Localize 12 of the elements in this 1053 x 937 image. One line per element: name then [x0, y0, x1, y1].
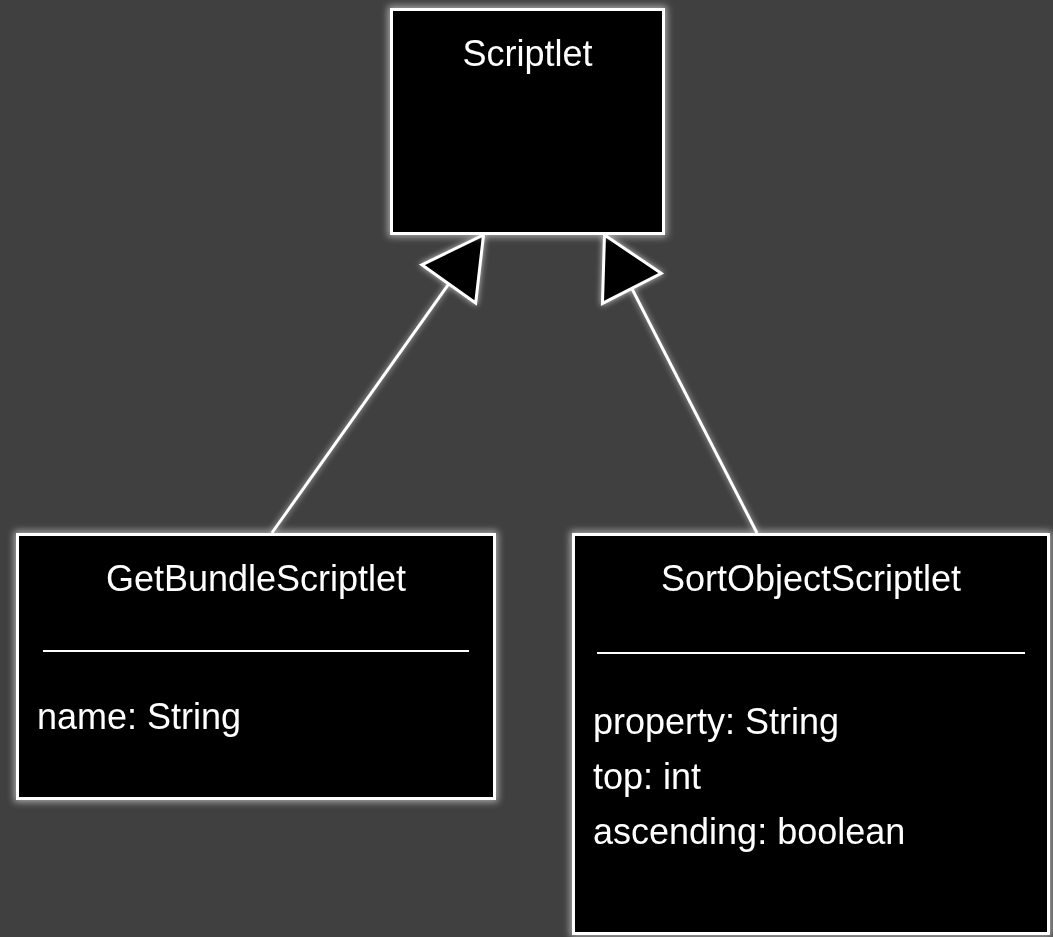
- inheritance-arrow: [600, 233, 759, 534]
- attribute-text: name: String: [37, 696, 242, 738]
- class-box: [572, 533, 1050, 935]
- class-name: SortObjectScriptlet: [659, 558, 963, 600]
- class-name: GetBundleScriptlet: [104, 558, 408, 600]
- attribute-text: top: int: [593, 756, 702, 798]
- attribute-text: ascending: boolean: [593, 811, 906, 853]
- inheritance-arrow: [270, 233, 485, 534]
- class-box: [16, 533, 496, 800]
- class-name: Scriptlet: [461, 33, 594, 75]
- class-box: [390, 8, 665, 235]
- attribute-text: property: String: [593, 701, 840, 743]
